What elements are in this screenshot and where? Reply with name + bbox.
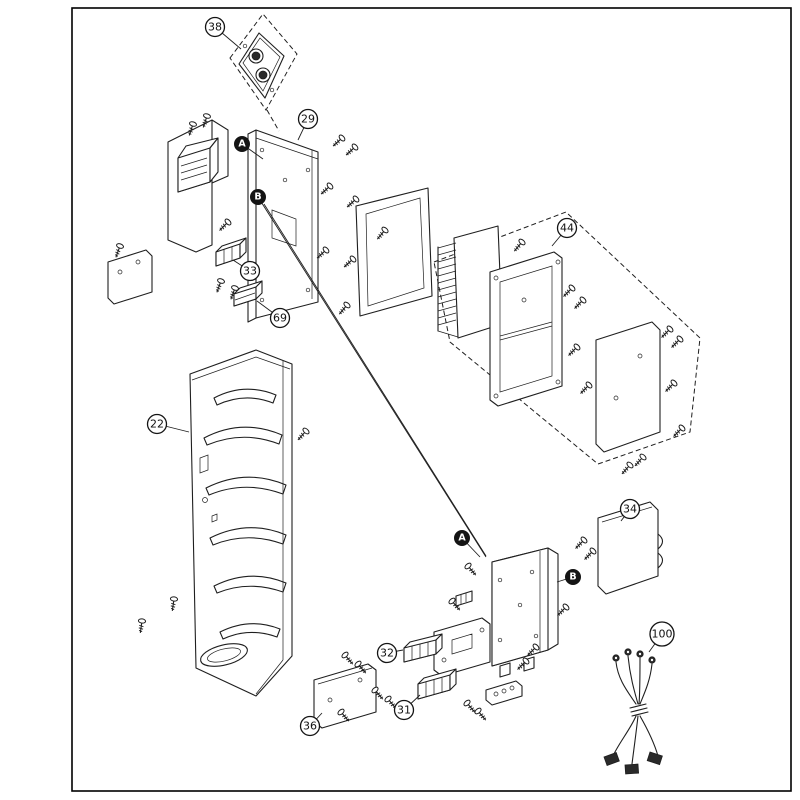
svg-text:A: A — [458, 533, 466, 544]
svg-text:34: 34 — [623, 503, 637, 516]
assembly-marker-A: A — [234, 136, 264, 160]
part-32-terminal-block — [403, 633, 443, 663]
callout-69: 69 — [256, 300, 291, 329]
mid-mounting-plate — [433, 617, 491, 677]
harness-connectors — [603, 751, 663, 775]
part-callouts-layer: 38 29 33 69 22 44 34 32 31 36 100 — [146, 16, 675, 737]
callout-38: 38 — [204, 16, 242, 50]
assembly-reference-line — [263, 203, 487, 557]
assembly-marker-A: A — [454, 530, 481, 558]
svg-text:100: 100 — [652, 628, 673, 641]
callout-100: 100 — [648, 621, 675, 653]
callout-32: 32 — [376, 642, 404, 664]
center-open-frame — [335, 187, 433, 318]
bus-bar — [462, 680, 523, 724]
assembly-markers-layer: A B A B — [234, 136, 581, 585]
lower-assembly — [313, 501, 664, 729]
ring-terminals — [612, 648, 656, 664]
svg-text:38: 38 — [208, 21, 222, 34]
part-33-relay-block — [212, 237, 247, 302]
assembly-marker-B: B — [250, 189, 487, 558]
svg-text:22: 22 — [150, 418, 164, 431]
diagram-frame — [71, 7, 792, 792]
callout-31: 31 — [393, 694, 421, 721]
part-44-door-frame — [489, 237, 594, 407]
svg-text:36: 36 — [303, 720, 317, 733]
svg-text:31: 31 — [397, 704, 411, 717]
group-44 — [433, 211, 701, 477]
callout-36: 36 — [299, 712, 323, 737]
svg-text:29: 29 — [301, 113, 315, 126]
svg-text:44: 44 — [560, 222, 574, 235]
callout-22: 22 — [146, 413, 190, 435]
part-31-terminal-block — [417, 668, 457, 700]
part-38-control-plate — [229, 13, 298, 132]
lower-main-bracket — [447, 547, 559, 678]
assembly-marker-B: B — [556, 569, 581, 585]
svg-text:B: B — [569, 572, 576, 583]
callout-29: 29 — [297, 108, 319, 141]
callout-33: 33 — [232, 259, 261, 282]
part-69-block — [233, 280, 263, 307]
upper-bracket-assembly — [167, 112, 233, 253]
svg-text:B: B — [254, 192, 261, 203]
svg-text:A: A — [238, 139, 246, 150]
small-side-plate — [107, 242, 153, 305]
part-22-side-panel — [136, 349, 311, 697]
svg-text:69: 69 — [273, 312, 287, 325]
svg-text:32: 32 — [380, 647, 394, 660]
svg-text:33: 33 — [243, 265, 257, 278]
part-100-wire-harness — [603, 648, 663, 775]
small-connector — [455, 590, 473, 607]
callout-44: 44 — [551, 217, 578, 247]
part-44-flat-panel — [595, 321, 687, 477]
callout-34: 34 — [619, 498, 641, 522]
